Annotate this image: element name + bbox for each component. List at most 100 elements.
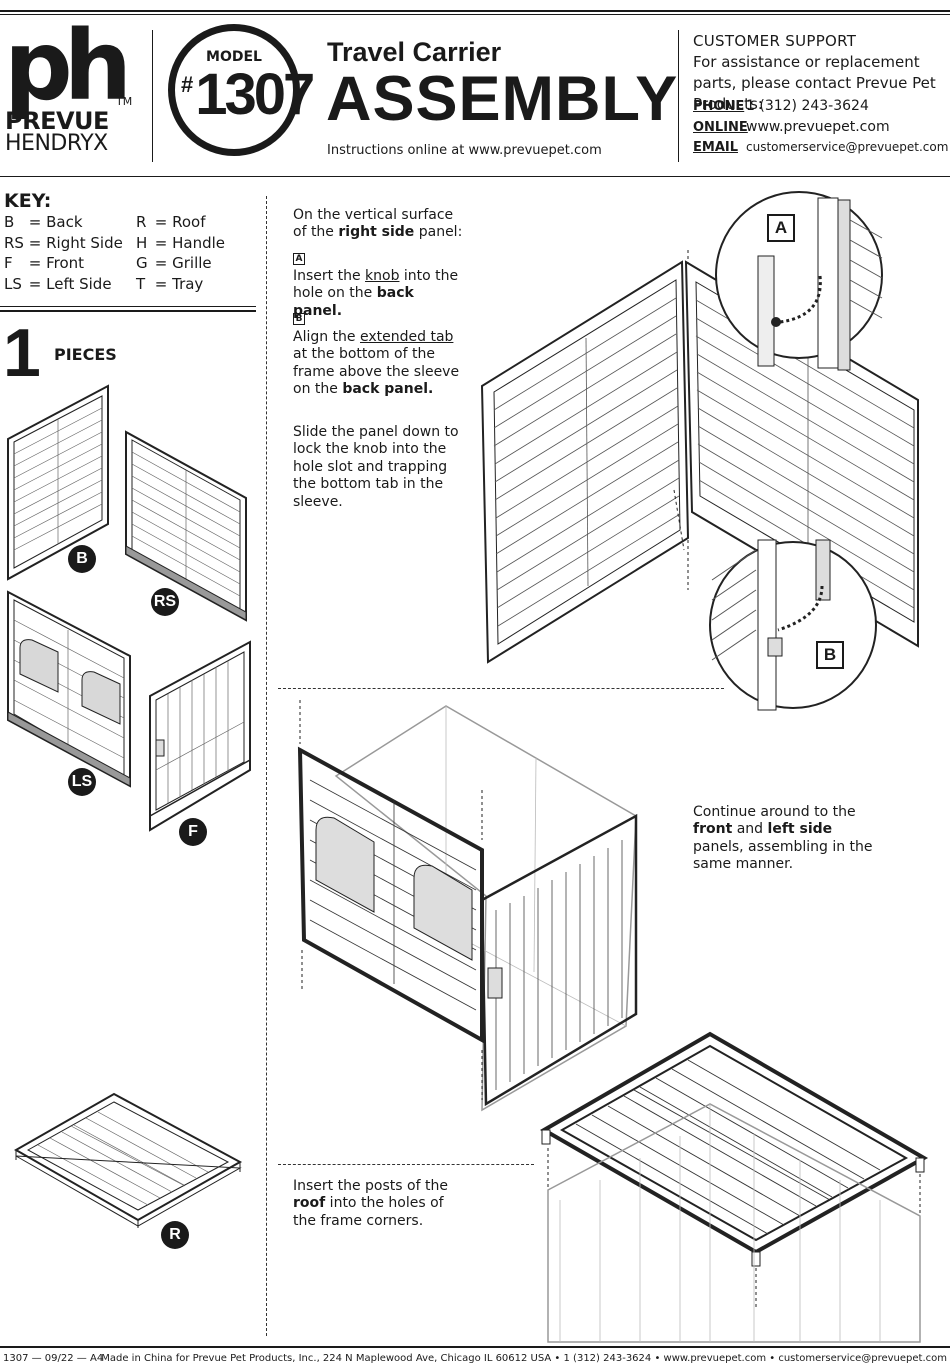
phone-value[interactable]: 1 (312) 243-3624 bbox=[746, 98, 869, 114]
instruction-text: Insert the posts of the bbox=[293, 1178, 448, 1194]
support-online-row: ONLINEwww.prevuepet.com bbox=[693, 119, 890, 135]
step-number: 1 bbox=[3, 315, 41, 391]
key-item: F = Front bbox=[4, 254, 123, 275]
key-item: RS = Right Side bbox=[4, 234, 123, 255]
callout-b-detail bbox=[709, 539, 877, 711]
section-divider-2 bbox=[278, 1164, 534, 1165]
email-label: EMAIL bbox=[693, 140, 738, 155]
instruction-text: Align the bbox=[293, 329, 360, 345]
model-hash: # bbox=[181, 72, 194, 97]
key-code: RS bbox=[4, 233, 24, 252]
callout-label-b: B bbox=[816, 641, 844, 669]
badge-left-side: LS bbox=[68, 768, 96, 796]
instruction-b: Align the extended tab at the bottom of … bbox=[293, 329, 465, 399]
key-bottom-rule bbox=[0, 306, 256, 307]
key-value: = Grille bbox=[154, 254, 212, 272]
phone-label: PHONE bbox=[693, 99, 745, 114]
key-code: LS bbox=[4, 274, 22, 293]
label-b-small: B bbox=[293, 306, 305, 327]
key-list-right: R = Roof H = Handle G = Grille T = Tray bbox=[136, 213, 225, 295]
instruction-text: into the hole on the bbox=[293, 268, 459, 302]
box-label-a: A bbox=[293, 253, 305, 265]
callout-a-detail bbox=[715, 191, 883, 371]
instruction-intro: On the vertical surface of the right sid… bbox=[293, 207, 465, 242]
callout-label-a: A bbox=[767, 214, 795, 242]
logo-prevue: PREVUE bbox=[5, 107, 109, 135]
logo-hendryx: HENDRYX bbox=[5, 131, 108, 156]
key-code: B bbox=[4, 213, 15, 231]
key-code: F bbox=[4, 254, 13, 272]
instruction-bold: back panel. bbox=[342, 381, 434, 398]
key-value: = Front bbox=[28, 254, 85, 272]
key-item: H = Handle bbox=[136, 234, 225, 255]
instruction-text: panels, assembling in the same manner. bbox=[693, 838, 873, 873]
back-panel-drawing bbox=[7, 384, 109, 581]
key-code: R bbox=[136, 213, 147, 231]
instruction-bold: front bbox=[693, 821, 733, 838]
badge-back: B bbox=[68, 545, 96, 573]
roof-drawing bbox=[13, 1092, 243, 1228]
top-rule bbox=[0, 10, 950, 12]
badge-roof: R bbox=[161, 1221, 189, 1249]
instruction-text: and bbox=[732, 821, 768, 838]
footer-contact: Made in China for Prevue Pet Products, I… bbox=[101, 1353, 947, 1364]
header-bottom-rule bbox=[0, 176, 950, 177]
step-title: PIECES bbox=[54, 345, 117, 364]
instruction-text: On the vertical surface of the bbox=[293, 207, 454, 241]
instruction-text: at the bottom of the frame above the sle… bbox=[293, 346, 460, 398]
footer-rule bbox=[0, 1346, 950, 1348]
knob-term: knob bbox=[365, 268, 400, 284]
model-label: MODEL bbox=[206, 49, 262, 65]
key-code: G bbox=[136, 254, 148, 272]
instruction-slide: Slide the panel down to lock the knob in… bbox=[293, 424, 459, 510]
key-code: T bbox=[136, 274, 146, 293]
footer-doc-code: 1307 — 09/22 — A4 bbox=[3, 1353, 104, 1364]
instruction-bold: right side bbox=[338, 224, 415, 241]
key-item: T = Tray bbox=[136, 275, 225, 296]
label-a-small: A bbox=[293, 246, 305, 267]
key-value: = Right Side bbox=[28, 233, 123, 252]
instruction-roof: Insert the posts of the roof into the ho… bbox=[293, 1178, 468, 1230]
badge-right-side: RS bbox=[151, 588, 179, 616]
instruction-text: Insert the bbox=[293, 268, 366, 284]
header-divider-1 bbox=[152, 30, 153, 162]
box-label-b: B bbox=[293, 313, 305, 325]
page-title: ASSEMBLY bbox=[326, 64, 679, 134]
key-bottom-rule-2 bbox=[0, 310, 256, 312]
key-value: = Tray bbox=[154, 274, 204, 293]
instruction-text: Continue around to the bbox=[693, 804, 856, 820]
key-value: = Left Side bbox=[28, 274, 112, 293]
key-item: R = Roof bbox=[136, 213, 225, 234]
email-value[interactable]: customerservice@prevuepet.com bbox=[746, 140, 949, 154]
key-value: = Back bbox=[28, 213, 83, 231]
support-text: For assistance or replacement parts, ple… bbox=[693, 53, 936, 113]
column-divider bbox=[266, 196, 267, 1336]
online-value[interactable]: www.prevuepet.com bbox=[746, 119, 890, 135]
instruction-text: into the holes of the frame corners. bbox=[293, 1195, 444, 1229]
key-list-left: B = Back RS = Right Side F = Front LS = … bbox=[4, 213, 123, 295]
model-number-value: 1307 bbox=[195, 62, 315, 127]
support-email-row: EMAIL customerservice@prevuepet.com bbox=[693, 139, 948, 155]
key-value: = Roof bbox=[154, 213, 206, 231]
top-rule-thin bbox=[0, 14, 950, 15]
instruction-a: Insert the knob into the hole on the bac… bbox=[293, 268, 465, 320]
section-divider bbox=[278, 688, 724, 689]
model-badge: MODEL #1307 bbox=[168, 24, 315, 156]
instruction-bold: roof bbox=[293, 1195, 326, 1212]
key-code: H bbox=[136, 233, 148, 252]
instruction-continue: Continue around to the front and left si… bbox=[693, 804, 873, 874]
logo-mark: ph bbox=[4, 10, 132, 122]
logo-trademark: TM bbox=[116, 95, 133, 108]
extended-tab-term: extended tab bbox=[360, 329, 454, 345]
badge-front: F bbox=[179, 818, 207, 846]
model-number: #1307 bbox=[181, 65, 315, 137]
right-side-panel-drawing bbox=[125, 430, 247, 622]
header-divider-2 bbox=[678, 30, 679, 162]
title-small: Travel Carrier bbox=[327, 37, 502, 67]
key-title: KEY: bbox=[4, 190, 52, 212]
footer: 1307 — 09/22 — A4 Made in China for Prev… bbox=[3, 1353, 947, 1364]
online-label: ONLINE bbox=[693, 120, 748, 135]
left-side-panel-drawing bbox=[7, 590, 131, 788]
assembly-diagram-front-left bbox=[297, 700, 638, 1112]
